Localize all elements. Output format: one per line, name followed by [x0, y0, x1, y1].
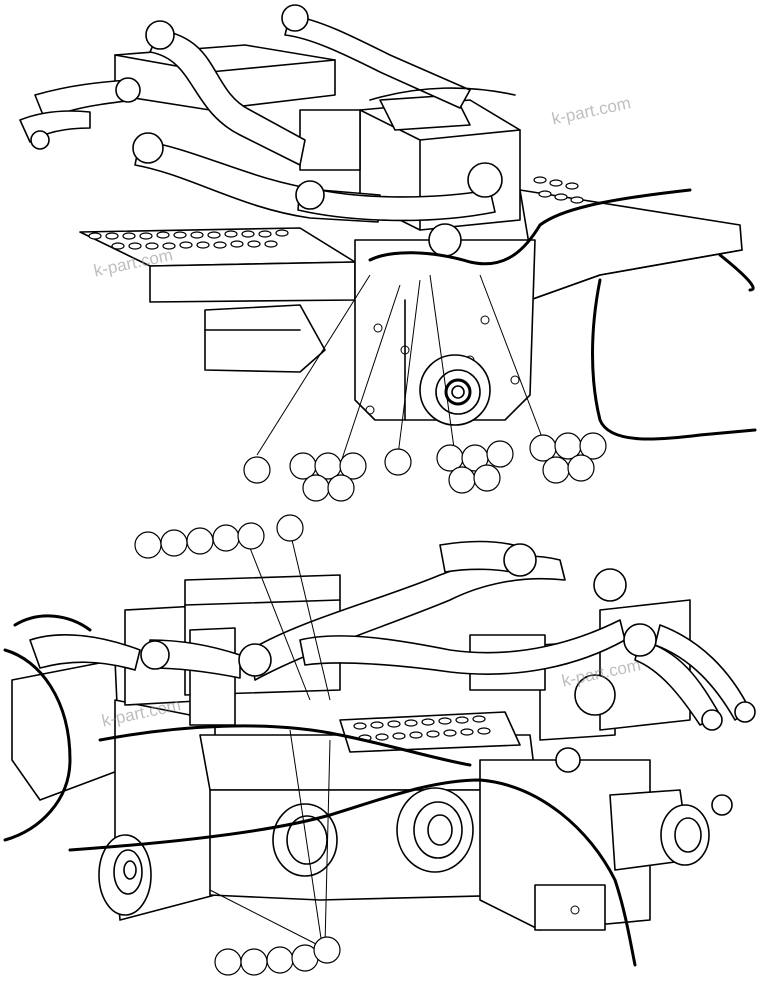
perforated-plate-bottom	[339, 711, 521, 753]
bottom-leader-lines	[209, 539, 331, 946]
callout-circle	[134, 531, 162, 559]
callout-circle	[542, 456, 570, 484]
bottom-callouts	[134, 514, 341, 976]
callout-circle	[237, 522, 265, 550]
engine-pump-assembly-top-view-icon	[19, 4, 757, 441]
drive-pulley-bottom	[98, 834, 152, 916]
callout-circle	[243, 456, 271, 484]
callout-circle	[212, 524, 240, 552]
perforated-plate-left	[88, 229, 289, 250]
callout-circle	[486, 440, 514, 468]
callout-circle	[327, 474, 355, 502]
callout-circle	[186, 527, 214, 555]
callout-circle	[567, 454, 595, 482]
callout-circle	[302, 474, 330, 502]
callout-circle	[214, 948, 242, 976]
engine-pump-assembly-bottom-view-icon	[3, 540, 756, 967]
pump-bottom-center	[396, 787, 474, 873]
callout-circle	[313, 936, 341, 964]
callout-circle	[276, 514, 304, 542]
top-callouts	[243, 432, 607, 502]
callout-circle	[266, 946, 294, 974]
callout-circle	[579, 432, 607, 460]
callout-circle	[473, 464, 501, 492]
drive-pulley-top	[419, 354, 491, 426]
perforated-plate-right	[533, 176, 584, 204]
callout-circle	[339, 452, 367, 480]
callout-circle	[384, 448, 412, 476]
callout-circle	[448, 466, 476, 494]
pump-bottom-left	[272, 803, 338, 877]
callout-circle	[240, 948, 268, 976]
top-leader-lines	[256, 274, 546, 466]
pump-bottom-right	[609, 789, 733, 871]
callout-circle	[160, 529, 188, 557]
